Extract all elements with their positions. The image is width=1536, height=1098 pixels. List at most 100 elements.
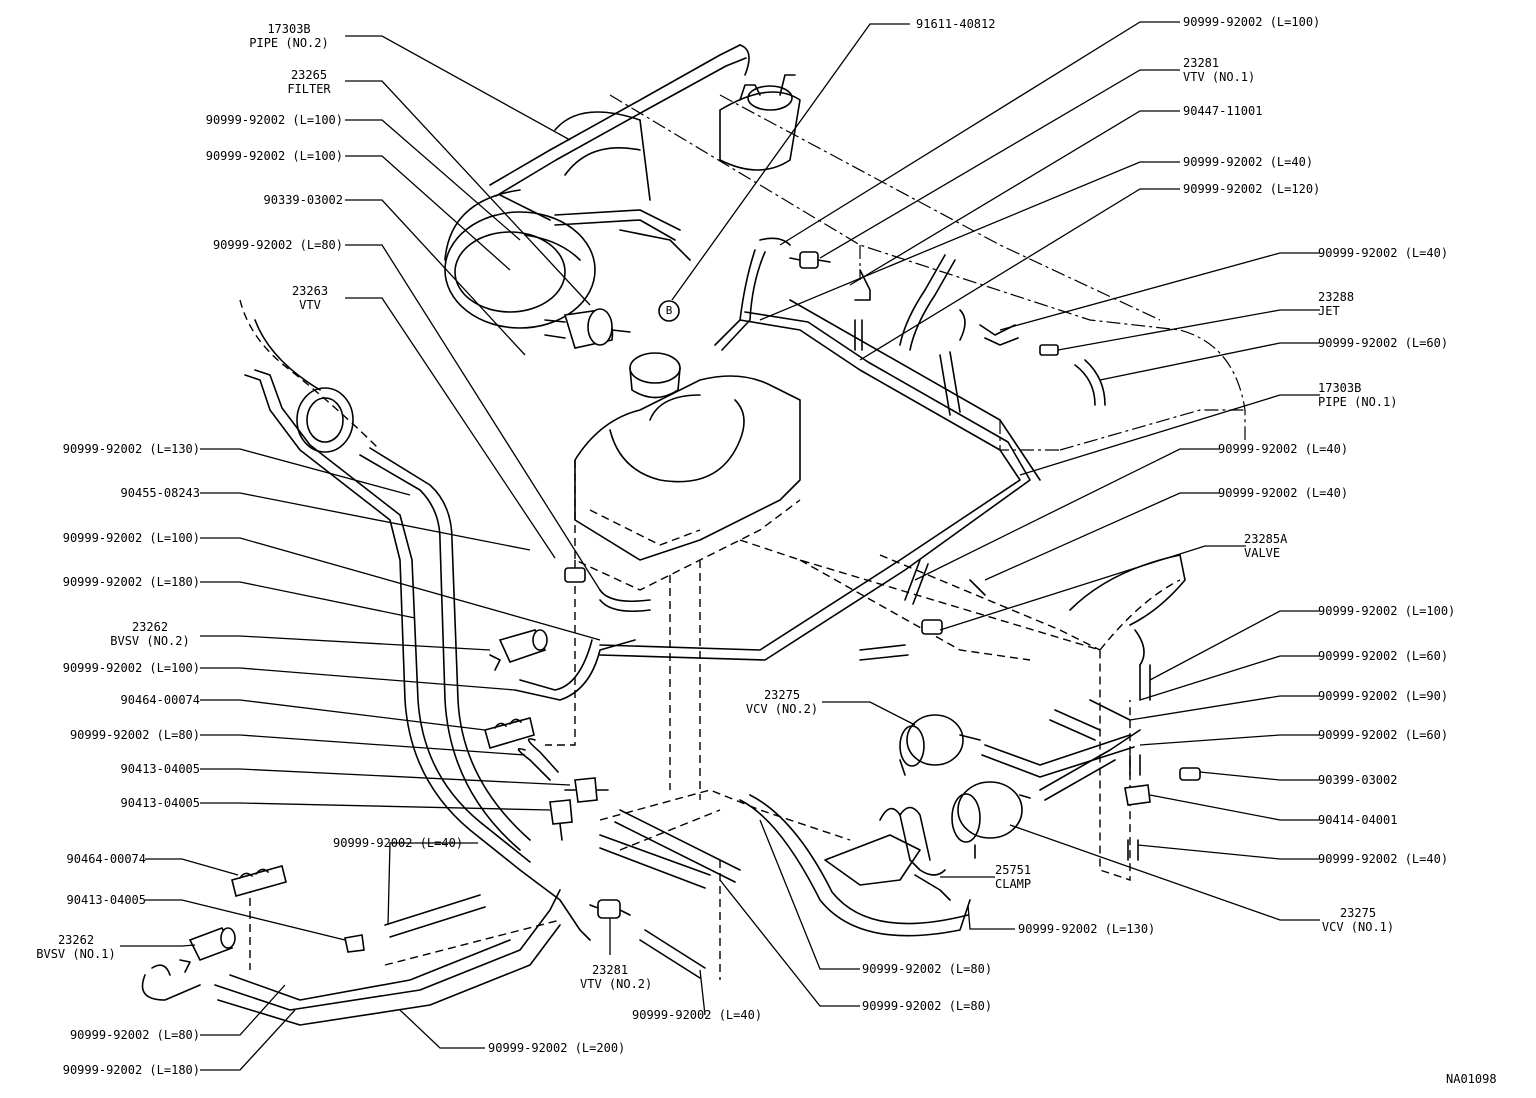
- callout-label-line: 90999-92002 (L=80): [212, 238, 343, 252]
- callout-label-line: 23265: [290, 68, 328, 82]
- callout-label-line: 23275: [1339, 906, 1377, 920]
- callout-label-line: 23288: [1318, 290, 1355, 304]
- callout-label-line: 90999-92002 (L=40): [1183, 155, 1314, 169]
- callout-label-line: 90999-92002 (L=180): [62, 575, 200, 589]
- callout-label-line: 90999-92002 (L=80): [69, 728, 200, 742]
- callout-label-line: 90339-03002: [263, 193, 343, 207]
- callout-label-line: 23285A: [1244, 532, 1288, 546]
- callout-label-line: BVSV (NO.1): [36, 947, 116, 961]
- jet-23288: [1039, 344, 1059, 356]
- components: [179, 251, 1201, 973]
- callout-label: 90999-92002 (L=100): [20, 531, 200, 545]
- callout-label: 90999-92002 (L=40): [1318, 246, 1508, 260]
- callout-label-line: 90999-92002 (L=100): [62, 531, 200, 545]
- callout-label: 90999-92002 (L=180): [20, 575, 200, 589]
- vtv-23263: [564, 567, 586, 583]
- callout-label-line: 91611-40812: [916, 17, 996, 31]
- callout-label-line: 90999-92002 (L=40): [1318, 852, 1449, 866]
- callout-label: 90999-92002 (L=130): [20, 442, 200, 456]
- filter-23265: [544, 308, 631, 349]
- callout-label: 90999-92002 (L=100): [158, 149, 343, 163]
- callout-label-line: 25751: [995, 863, 1032, 877]
- callout-label-line: 90999-92002 (L=40): [333, 836, 464, 850]
- callout-label-line: VTV: [299, 298, 321, 312]
- callout-label: 90999-92002 (L=40): [1183, 155, 1373, 169]
- callout-label: 90464-00074: [28, 852, 146, 866]
- callout-label-line: 90999-92002 (L=40): [1318, 246, 1449, 260]
- callout-label-line: 23262: [131, 620, 169, 634]
- callout-label-line: 90999-92002 (L=100): [1183, 15, 1321, 29]
- plug-90399: [1179, 767, 1201, 781]
- valve-23285a: [921, 619, 943, 635]
- callout-label-line: 23262: [57, 933, 95, 947]
- callout-label: 90413-04005: [82, 796, 200, 810]
- callout-label: 90999-92002 (L=80): [26, 1028, 200, 1042]
- callout-label-line: 90999-92002 (L=60): [1318, 728, 1449, 742]
- callout-label-line: PIPE (NO.2): [249, 36, 329, 50]
- callout-label-line: PIPE (NO.1): [1318, 395, 1398, 409]
- callout-label-line: 90999-92002 (L=40): [632, 1008, 763, 1022]
- callout-label-line: 17303B: [267, 22, 311, 36]
- engine-outline: [239, 74, 1246, 980]
- callout-label-line: 90413-04005: [120, 762, 200, 776]
- callout-label: 90999-92002 (L=40): [333, 836, 513, 850]
- callout-label: 90999-92002 (L=100): [1183, 15, 1373, 29]
- callout-label: 90339-03002: [225, 193, 343, 207]
- bubble-letter: B: [665, 304, 673, 317]
- callout-label: 91611-40812: [916, 17, 1046, 31]
- callout-label-line: FILTER: [287, 82, 331, 96]
- callout-label: 90414-04001: [1318, 813, 1448, 827]
- callout-label-line: JET: [1318, 304, 1340, 318]
- vtv-no1-23281: [789, 251, 831, 269]
- callout-label: 90447-11001: [1183, 104, 1313, 118]
- callout-label-line: 90999-92002 (L=100): [1318, 604, 1456, 618]
- callout-label-line: 90999-92002 (L=80): [69, 1028, 200, 1042]
- clamp-90464-upper: [484, 717, 535, 749]
- callout-label-line: 90464-00074: [66, 852, 146, 866]
- callout-label-line: 90999-92002 (L=120): [1183, 182, 1321, 196]
- callout-label: 90999-92002 (L=100): [20, 661, 200, 675]
- callout-label-line: 90999-92002 (L=130): [62, 442, 200, 456]
- callout-label-line: VCV (NO.2): [745, 702, 819, 716]
- callout-label-line: VALVE: [1244, 546, 1281, 560]
- callout-label-line: 90999-92002 (L=80): [862, 999, 993, 1013]
- diagram-code: NA01098: [1446, 1072, 1497, 1086]
- callout-label: 90999-92002 (L=80): [862, 999, 1052, 1013]
- callout-label: 90999-92002 (L=130): [1018, 922, 1208, 936]
- bubble-b: [658, 300, 680, 322]
- callout-label-line: 23281: [591, 963, 629, 977]
- callout-label: 90999-92002 (L=80): [26, 728, 200, 742]
- vtv-no2-23281: [589, 899, 631, 919]
- callout-label-line: 23263: [291, 284, 329, 298]
- vcv-no1-23275: [951, 781, 1031, 859]
- callout-label: 90999-92002 (L=200): [488, 1041, 678, 1055]
- vcv-no2-23275: [899, 714, 981, 776]
- callout-label-line: 23281: [1183, 56, 1220, 70]
- callout-label: 90999-92002 (L=40): [1318, 852, 1508, 866]
- callout-label-line: 90999-92002 (L=130): [1018, 922, 1156, 936]
- callout-label: 90999-92002 (L=80): [862, 962, 1052, 976]
- callout-label-line: 90999-92002 (L=40): [1218, 486, 1349, 500]
- tee-90413-c: [344, 934, 365, 953]
- callout-label-line: 23275: [763, 688, 801, 702]
- callout-label-line: 90399-03002: [1318, 773, 1398, 787]
- tee-90414: [1124, 784, 1151, 806]
- callout-label: 90399-03002: [1318, 773, 1448, 787]
- tee-90413-a: [564, 777, 609, 803]
- callout-label-line: 90413-04005: [66, 893, 146, 907]
- callout-label: 90999-92002 (L=40): [1218, 486, 1408, 500]
- callout-label: 90413-04005: [28, 893, 146, 907]
- callout-label-line: 90447-11001: [1183, 104, 1263, 118]
- callout-label: 90999-92002 (L=90): [1318, 689, 1508, 703]
- callout-label-line: 90464-00074: [120, 693, 200, 707]
